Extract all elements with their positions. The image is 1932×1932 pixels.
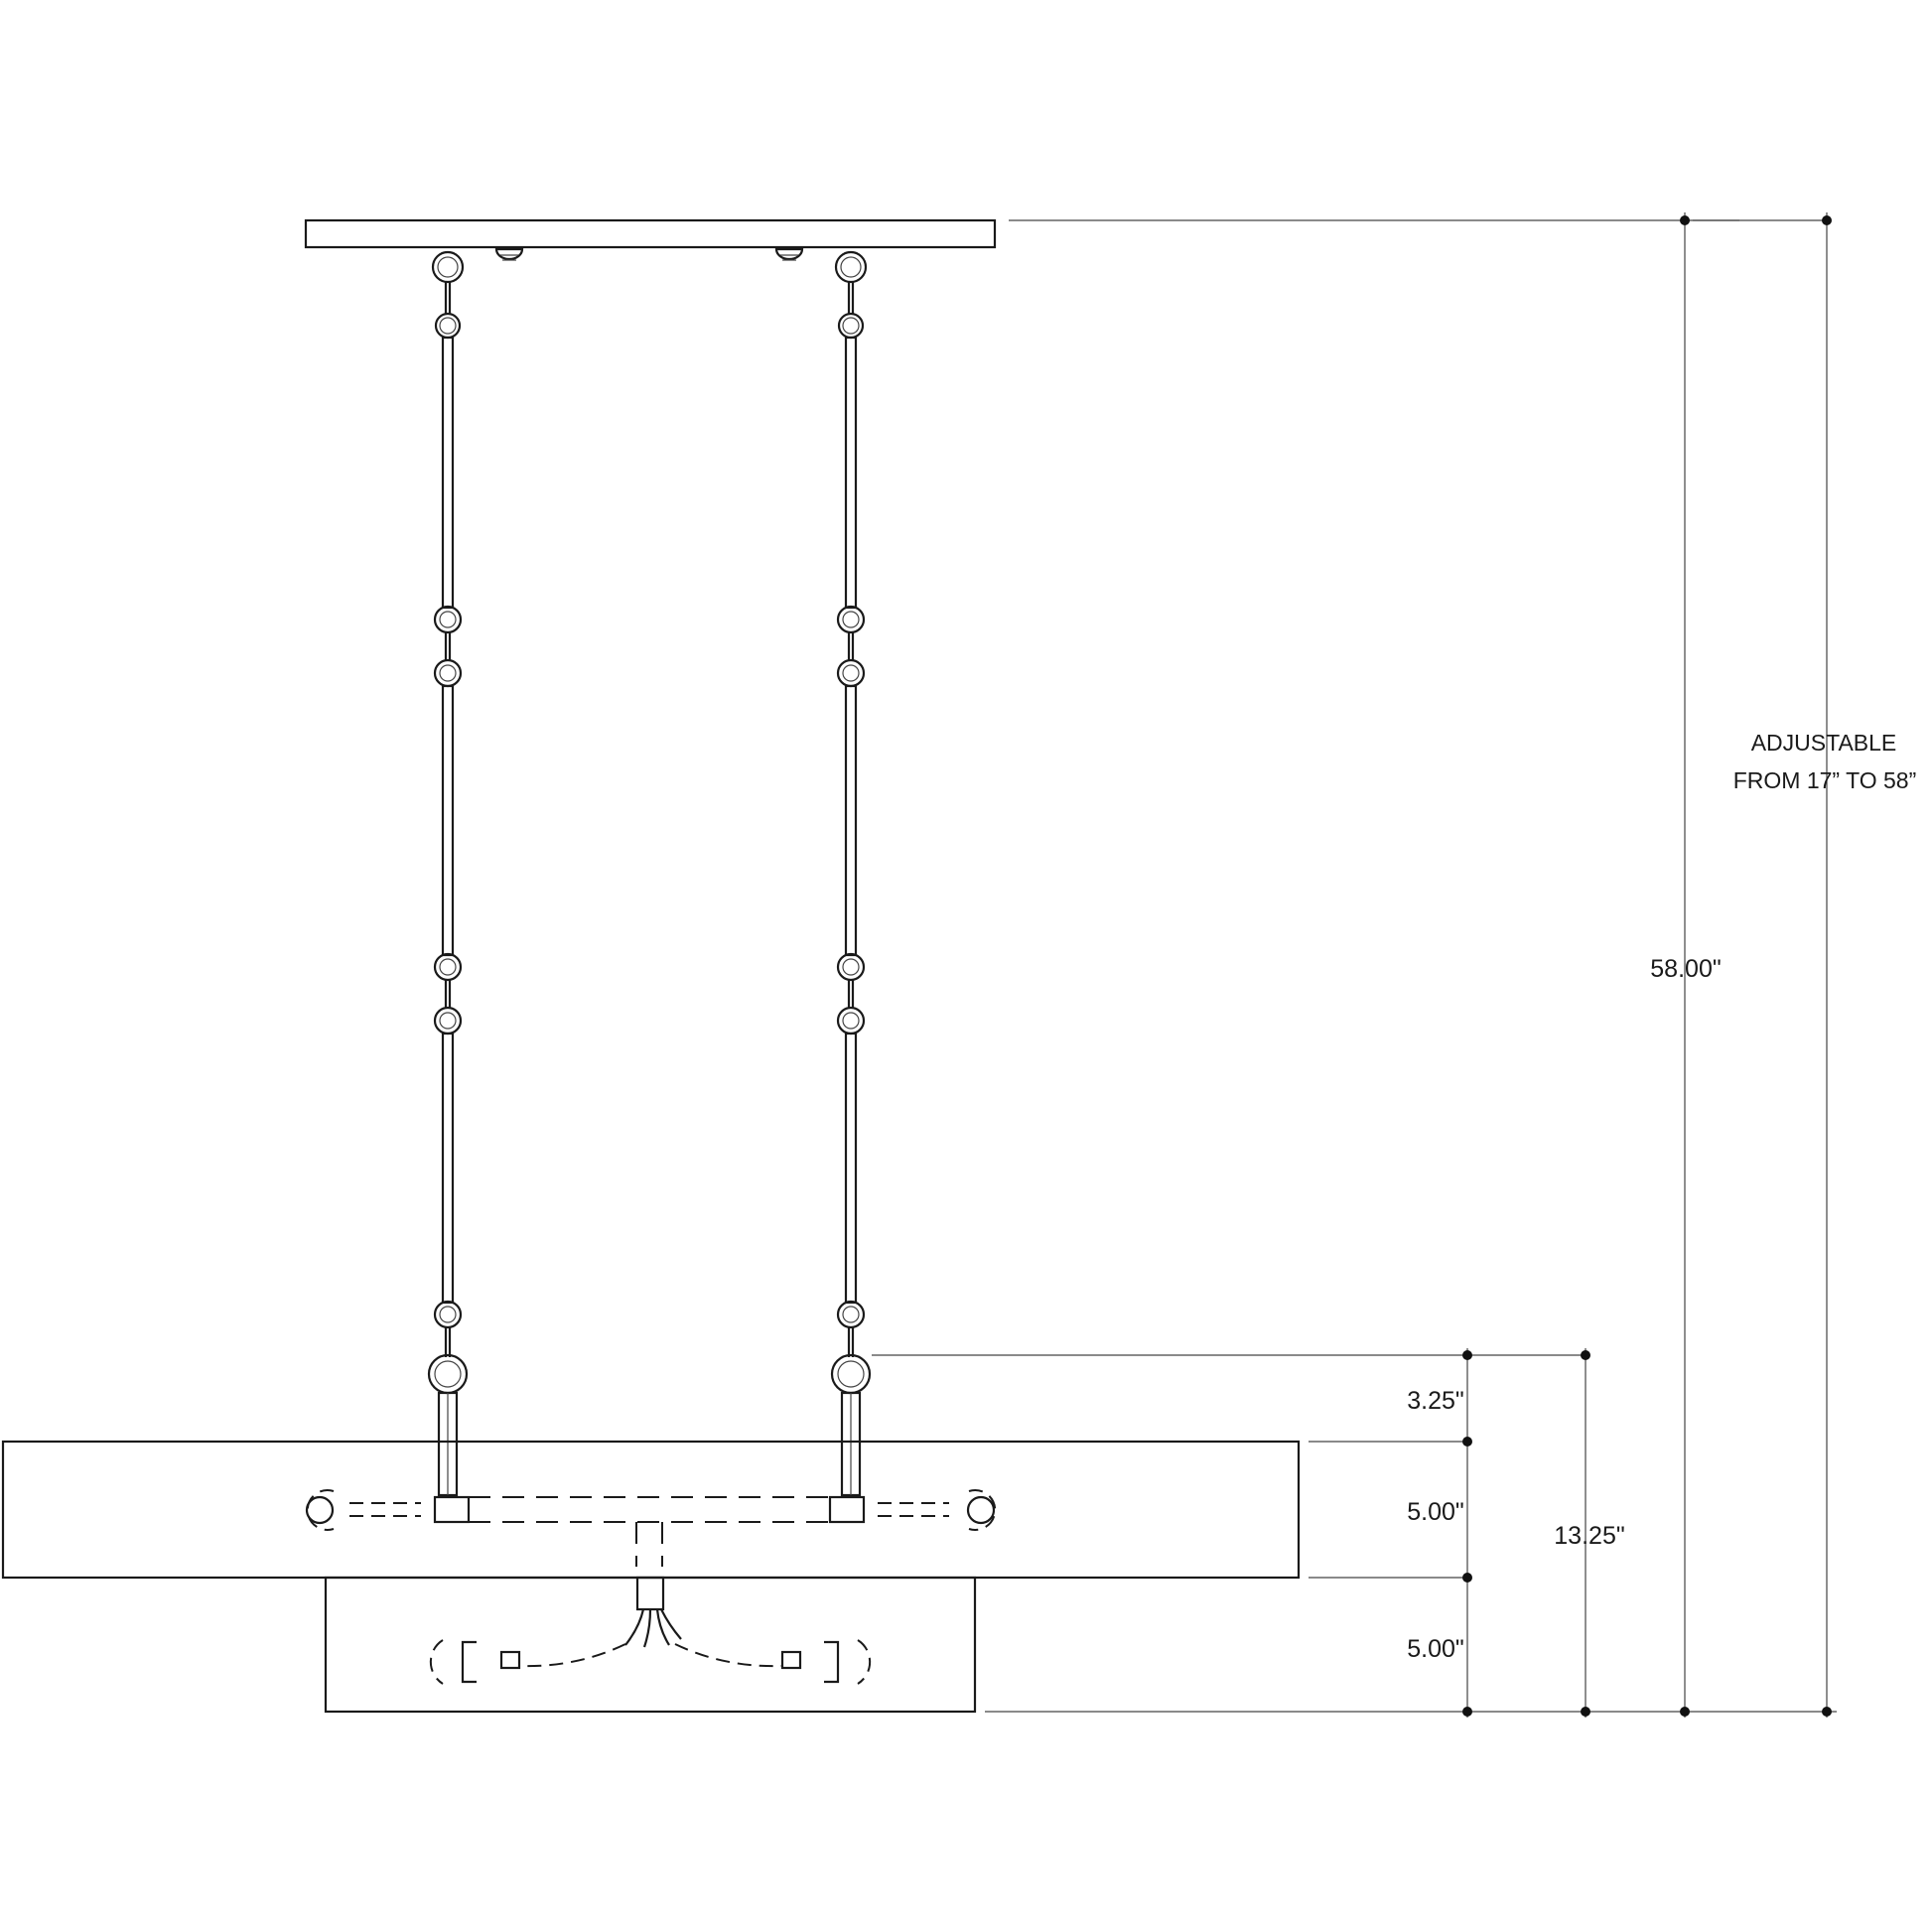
dim-chain-to-shade-label: 3.25": [1407, 1387, 1464, 1415]
adjustable-note-line2: FROM 17” TO 58”: [1733, 767, 1916, 793]
dim-overall-height-label: 58.00": [1650, 955, 1721, 983]
candle-bulb-lower-right: [780, 1639, 872, 1685]
lower-shade: [324, 1576, 977, 1714]
chain-left: [427, 250, 469, 1497]
dim-upper-shade-label: 5.00": [1407, 1498, 1464, 1526]
adjustable-note-line1: ADJUSTABLE: [1751, 730, 1897, 756]
chain-right: [830, 250, 872, 1497]
canopy: [304, 218, 997, 261]
upper-shade: [1, 1440, 1301, 1580]
candle-bulb-upper-left: [305, 1489, 335, 1531]
canopy-screw-left: [494, 247, 524, 261]
candle-bulb-upper-right: [966, 1489, 997, 1531]
dim-lower-shade-label: 5.00": [1407, 1635, 1464, 1663]
dim-body-height-label: 13.25": [1554, 1522, 1624, 1550]
canopy-screw-right: [774, 247, 804, 261]
candle-bulb-lower-left: [429, 1639, 521, 1685]
dimension-lines: [1466, 212, 1828, 1718]
dimension-dots: [1462, 215, 1832, 1717]
